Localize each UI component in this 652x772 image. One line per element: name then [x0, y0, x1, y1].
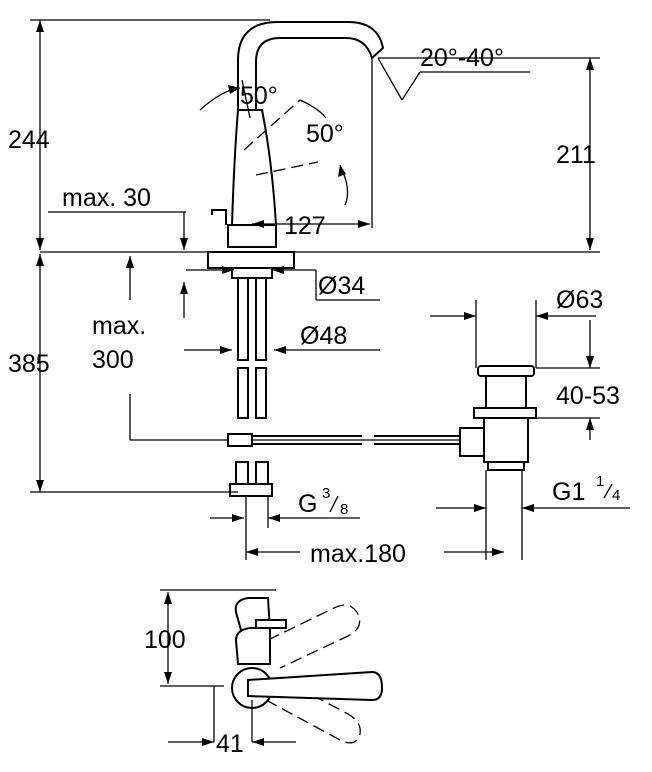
label-plan-width: 41	[216, 730, 244, 758]
label-plan-depth: 100	[144, 626, 186, 654]
label-supply-thread-den: 8	[340, 501, 348, 518]
label-angle-spout: 20°-40°	[420, 44, 504, 72]
label-drain-thread-num: 1	[596, 473, 604, 490]
label-diameter-hole: Ø34	[318, 272, 365, 300]
lever-position-side	[255, 161, 319, 176]
dim-max-300	[126, 256, 188, 440]
label-height-spout: 211	[556, 141, 596, 169]
dim-48	[184, 346, 380, 354]
label-drain-thread-main: G1	[552, 478, 585, 506]
dim-g-3-8	[210, 496, 360, 560]
dim-40-53	[536, 320, 600, 440]
label-max-offset: max.180	[310, 540, 406, 568]
label-supply-thread-main: G	[298, 490, 317, 518]
label-angle-lever-top: 50°	[240, 82, 278, 110]
pull-rod	[130, 433, 460, 447]
drain-assembly	[459, 365, 537, 560]
dim-34	[186, 266, 380, 301]
label-drain-diameter: Ø63	[556, 286, 603, 314]
supply-hoses	[207, 251, 295, 497]
dim-100	[164, 592, 172, 684]
dim-385	[30, 254, 238, 493]
dim-max-30	[48, 211, 188, 250]
faucet-side-view	[211, 21, 385, 248]
dim-244	[30, 19, 270, 250]
label-diameter-base: Ø48	[300, 322, 347, 350]
label-height-total: 244	[8, 126, 50, 154]
lever-position-top	[243, 99, 301, 151]
dim-127	[252, 220, 370, 228]
label-supply-thread-num: 3	[322, 485, 330, 502]
label-drain-thread-den: 4	[612, 487, 620, 504]
label-drain-range: 40-53	[556, 382, 620, 410]
label-below-height: 385	[8, 350, 50, 378]
dim-41	[168, 738, 296, 746]
dim-211	[378, 57, 600, 250]
faucet-plan-view	[160, 589, 384, 744]
label-max-thickness: max. 30	[62, 184, 151, 212]
label-reach: 127	[284, 212, 326, 240]
dim-angle-lever	[199, 85, 349, 206]
label-max-depth-1: max.	[92, 312, 146, 340]
dim-g1-1-4	[436, 504, 630, 512]
dim-angle-spout	[371, 57, 530, 228]
dim-63	[430, 300, 596, 368]
dim-max-180	[246, 548, 504, 556]
label-angle-lever-side: 50°	[306, 120, 344, 148]
label-max-depth-2: 300	[92, 346, 134, 374]
